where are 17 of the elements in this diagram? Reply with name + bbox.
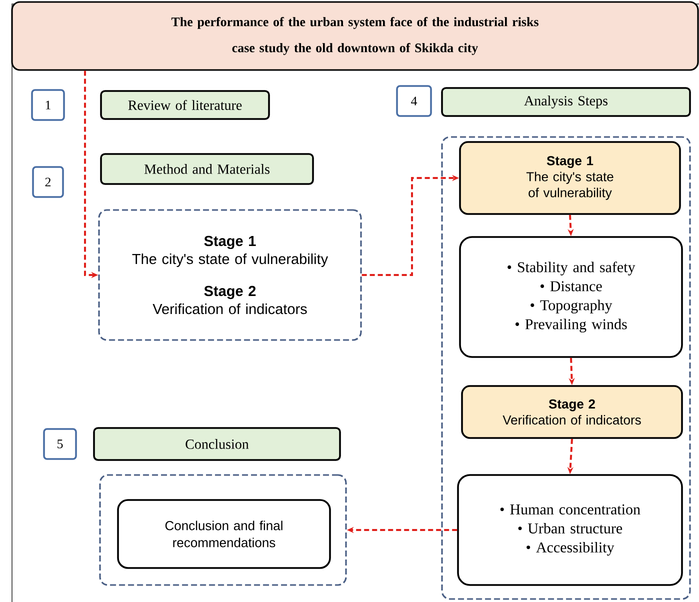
section-header-box: Conclusion <box>93 427 341 461</box>
step-number-box: 1 <box>31 89 65 121</box>
result-box: Conclusion and final recommendations <box>117 499 331 569</box>
section-header-box: Review of literature <box>100 90 270 120</box>
section-header-box: Method and Materials <box>100 153 314 185</box>
dashed-group-frame <box>441 136 691 600</box>
stage-box: Stage 2 Verification of indicators <box>461 385 683 439</box>
step-number-box: 2 <box>32 166 64 198</box>
stage-box: Stage 1 The city's state of vulnerability <box>459 141 681 215</box>
indicator-list-box: • Stability and safety • Distance • Topography • Prevailing winds <box>459 236 683 358</box>
step-number-box: 5 <box>43 428 77 460</box>
step-number-box: 4 <box>396 85 432 117</box>
stage-group-box: Stage 1 The city's state of vulnerability Stage 2 Verification of indicators <box>98 209 362 341</box>
indicator-list-box: • Human concentration • Urban structure • Accessibility <box>457 474 683 586</box>
section-header-box: Analysis Steps <box>441 87 691 117</box>
dashed-group-frame <box>99 474 347 586</box>
title-banner: The performance of the urban system face of the industrial risks case study the old downtown of Skikda city <box>11 1 699 71</box>
